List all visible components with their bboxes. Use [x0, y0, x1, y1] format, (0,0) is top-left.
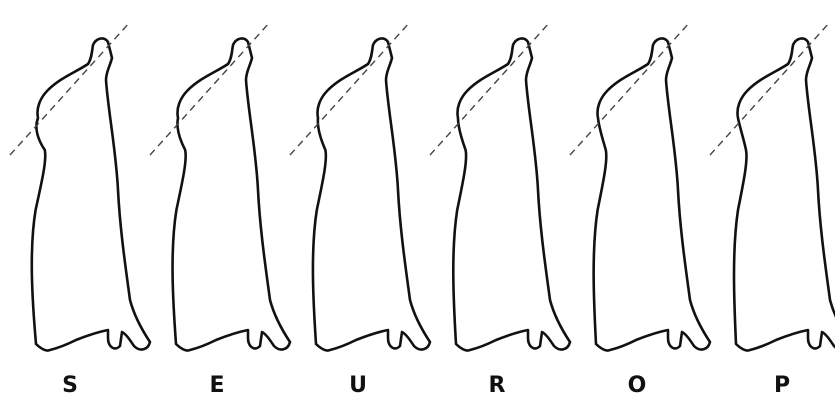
- grade-label-r: R: [489, 373, 506, 398]
- grade-label-u: U: [349, 373, 367, 398]
- carcass-figure-s: [10, 22, 150, 351]
- carcass-outline: [32, 38, 150, 350]
- carcass-figure-r: [430, 22, 570, 351]
- grade-label-p: P: [774, 373, 790, 398]
- carcass-figure-p: [710, 22, 835, 351]
- carcass-outline: [173, 38, 290, 350]
- grade-label-e: E: [209, 373, 224, 398]
- carcass-outline: [734, 38, 835, 350]
- carcass-outline: [594, 38, 710, 350]
- grade-label-s: S: [62, 373, 78, 398]
- carcass-outline: [313, 38, 430, 350]
- carcass-figure-e: [150, 22, 290, 351]
- carcass-outline: [453, 38, 570, 350]
- carcass-figure-o: [570, 22, 710, 351]
- carcass-figure-u: [290, 22, 430, 351]
- grade-label-o: O: [628, 373, 647, 398]
